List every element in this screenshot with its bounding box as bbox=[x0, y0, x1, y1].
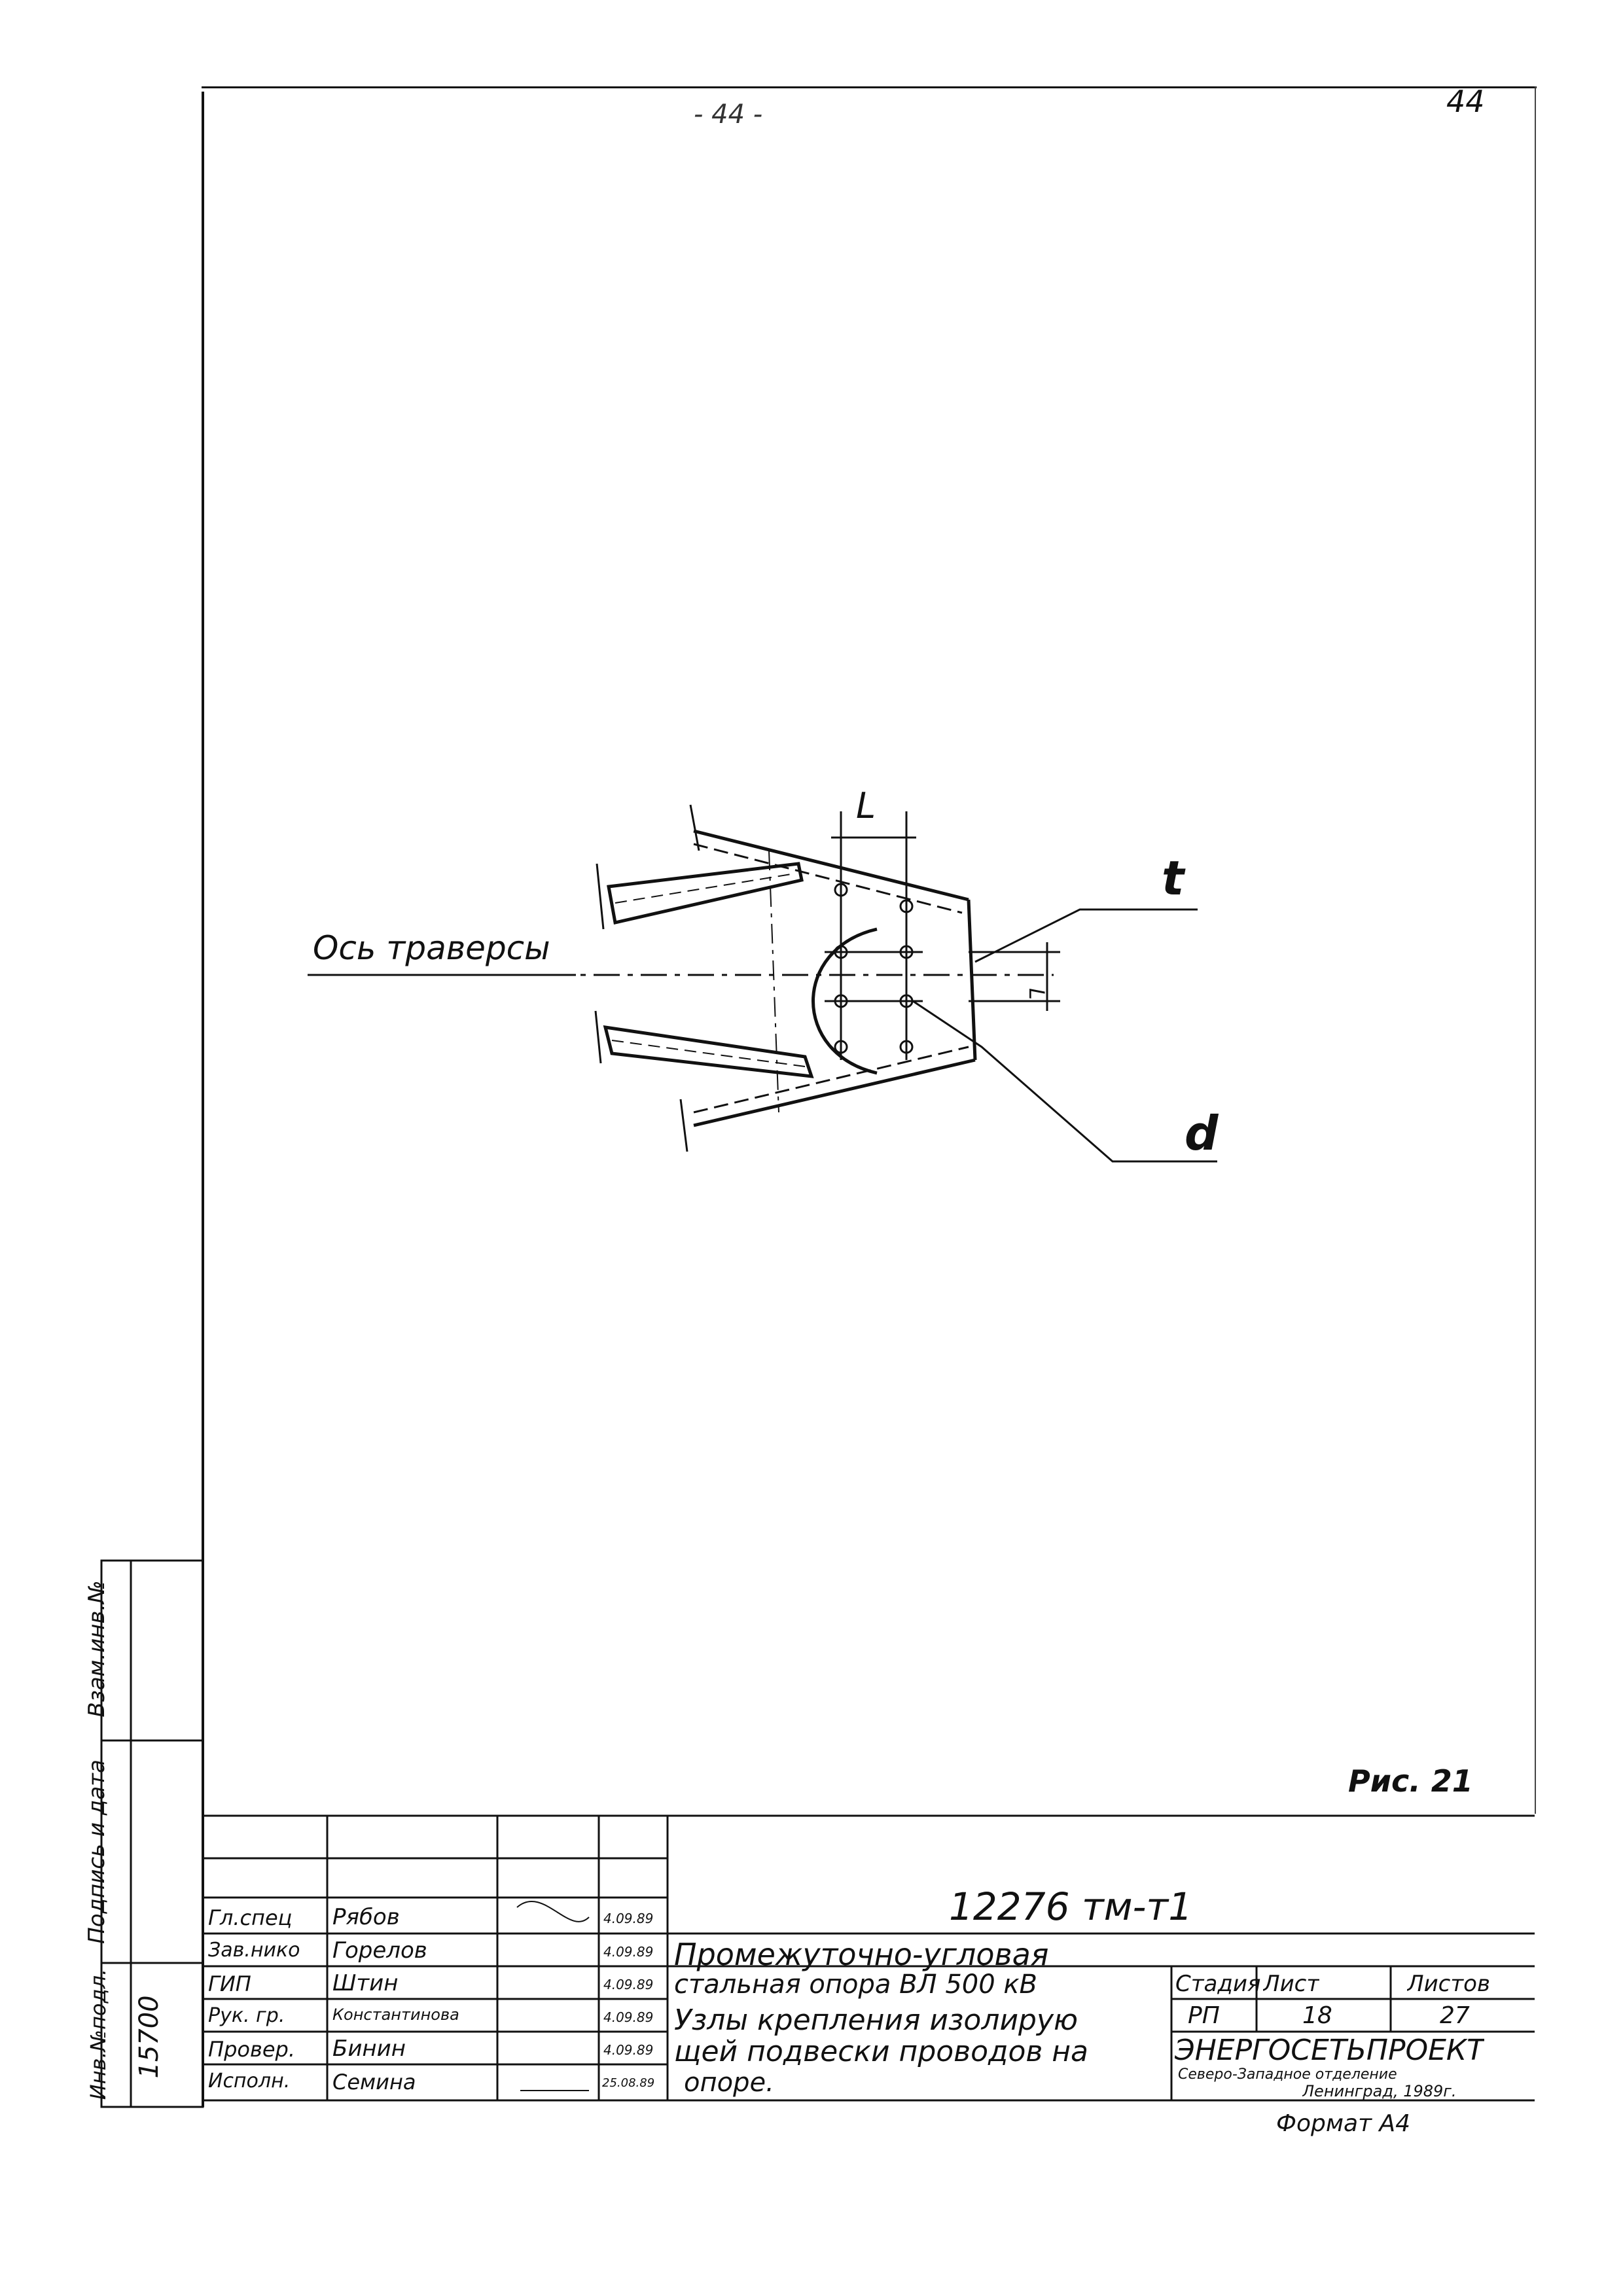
org-subtitle-1: Северо-Западное отделение bbox=[1178, 2066, 1397, 2083]
row-role: ГИП bbox=[208, 1971, 251, 1996]
dimension-label-t: t bbox=[1162, 851, 1185, 906]
row-name: Бинин bbox=[332, 2036, 406, 2062]
sheet-title-line-1: Узлы крепления изолирую bbox=[674, 2004, 1079, 2037]
signatures bbox=[516, 1901, 590, 2091]
page-number-center: - 44 - bbox=[694, 99, 763, 130]
sheet-header: Лист bbox=[1263, 1971, 1320, 1997]
row-date: 4.09.89 bbox=[603, 1911, 654, 1926]
row-date: 4.09.89 bbox=[603, 2042, 654, 2058]
frame-left-border bbox=[202, 92, 204, 2107]
sheets-header: Листов bbox=[1407, 1971, 1491, 1997]
doc-code: 12276 тм-т1 bbox=[949, 1884, 1193, 1929]
figure-label: Рис. 21 bbox=[1348, 1763, 1473, 1799]
format-label: Формат А4 bbox=[1276, 2110, 1411, 2137]
row-role: Гл.спец bbox=[208, 1905, 293, 1930]
row-role: Рук. гр. bbox=[208, 2004, 285, 2027]
bolt-holes bbox=[825, 877, 923, 1060]
row-name: Константинова bbox=[332, 2005, 459, 2024]
row-name: Рябов bbox=[332, 1904, 400, 1930]
row-name: Семина bbox=[332, 2070, 416, 2094]
row-date: 4.09.89 bbox=[603, 2009, 654, 2025]
dimension-label-L: L bbox=[856, 785, 876, 826]
sheet-title-line-3: опоре. bbox=[684, 2068, 774, 2098]
row-role: Провер. bbox=[208, 2037, 295, 2062]
org-subtitle-2: Ленинград, 1989г. bbox=[1302, 2082, 1457, 2100]
page-number-right: 44 bbox=[1446, 84, 1485, 119]
stage-value: РП bbox=[1188, 2002, 1220, 2029]
row-role: Зав.нико bbox=[208, 1939, 300, 1962]
frame-top-border bbox=[202, 86, 1537, 88]
object-title-line-1: Промежуточно-угловая bbox=[674, 1937, 1049, 1972]
axis-label: Ось траверсы bbox=[313, 929, 550, 967]
traverse-assembly bbox=[311, 804, 1217, 1163]
row-role: Исполн. bbox=[208, 2070, 291, 2093]
row-date: 4.09.89 bbox=[603, 1944, 654, 1960]
row-date: 25.08.89 bbox=[602, 2076, 655, 2090]
stage-header: Стадия bbox=[1175, 1971, 1261, 1997]
sheet-value: 18 bbox=[1302, 2002, 1332, 2029]
object-title-line-2: стальная опора ВЛ 500 кВ bbox=[674, 1969, 1037, 2000]
row-name: Горелов bbox=[332, 1937, 427, 1964]
row-name: Штин bbox=[332, 1970, 399, 1996]
row-date: 4.09.89 bbox=[603, 1977, 654, 1992]
sheets-value: 27 bbox=[1440, 2002, 1470, 2029]
sheet-title-line-2: щей подвески проводов на bbox=[674, 2035, 1089, 2068]
dimension-label-d: d bbox=[1185, 1106, 1219, 1161]
frame-right-border bbox=[1535, 86, 1536, 1814]
org-name: ЭНЕРГОСЕТЬПРОЕКТ bbox=[1175, 2034, 1485, 2067]
